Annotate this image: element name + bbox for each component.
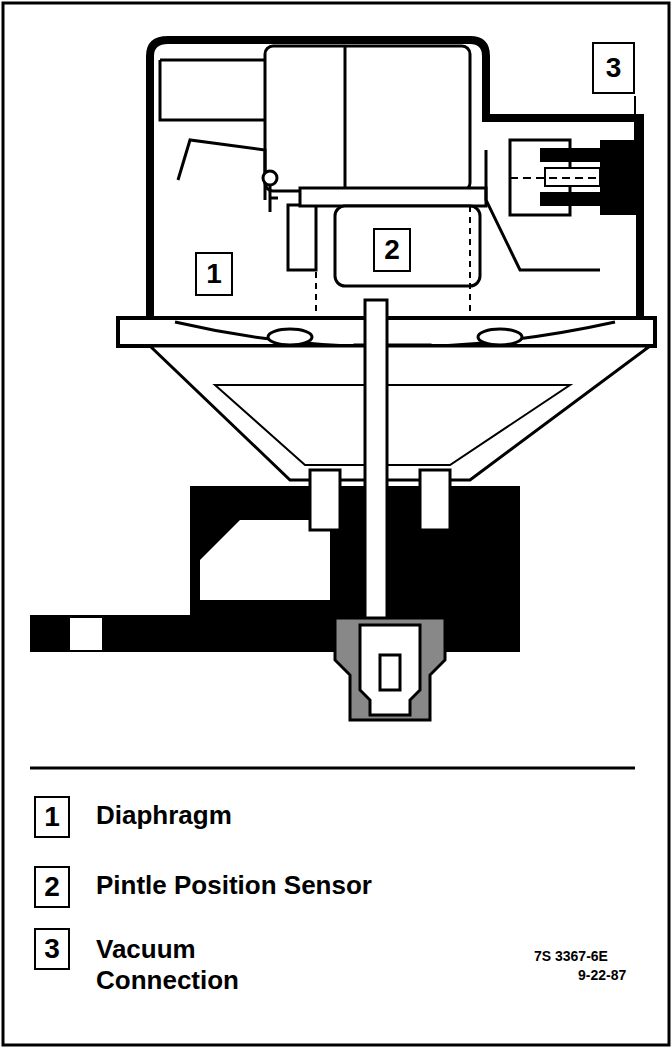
part-name: Vacuum Connection [96, 934, 286, 996]
callout-number: 1 [206, 260, 222, 288]
callout-number: 3 [606, 54, 622, 82]
callout-number: 1 [44, 803, 60, 831]
part-name: Pintle Position Sensor [96, 870, 516, 901]
part-name: Diaphragm [96, 800, 396, 831]
callout-box: 3 [34, 928, 70, 970]
callout-number: 2 [44, 873, 60, 901]
figure-code: 7S 3367-6E [534, 948, 654, 965]
callout-box: 3 [592, 42, 635, 94]
callout-box: 1 [34, 796, 70, 838]
callout-number: 3 [44, 935, 60, 963]
callout-box: 2 [373, 228, 411, 272]
callout-box: 2 [34, 866, 70, 908]
figure-code: 9-22-87 [578, 967, 658, 984]
callout-box: 1 [195, 252, 233, 296]
callout-number: 2 [384, 236, 400, 264]
